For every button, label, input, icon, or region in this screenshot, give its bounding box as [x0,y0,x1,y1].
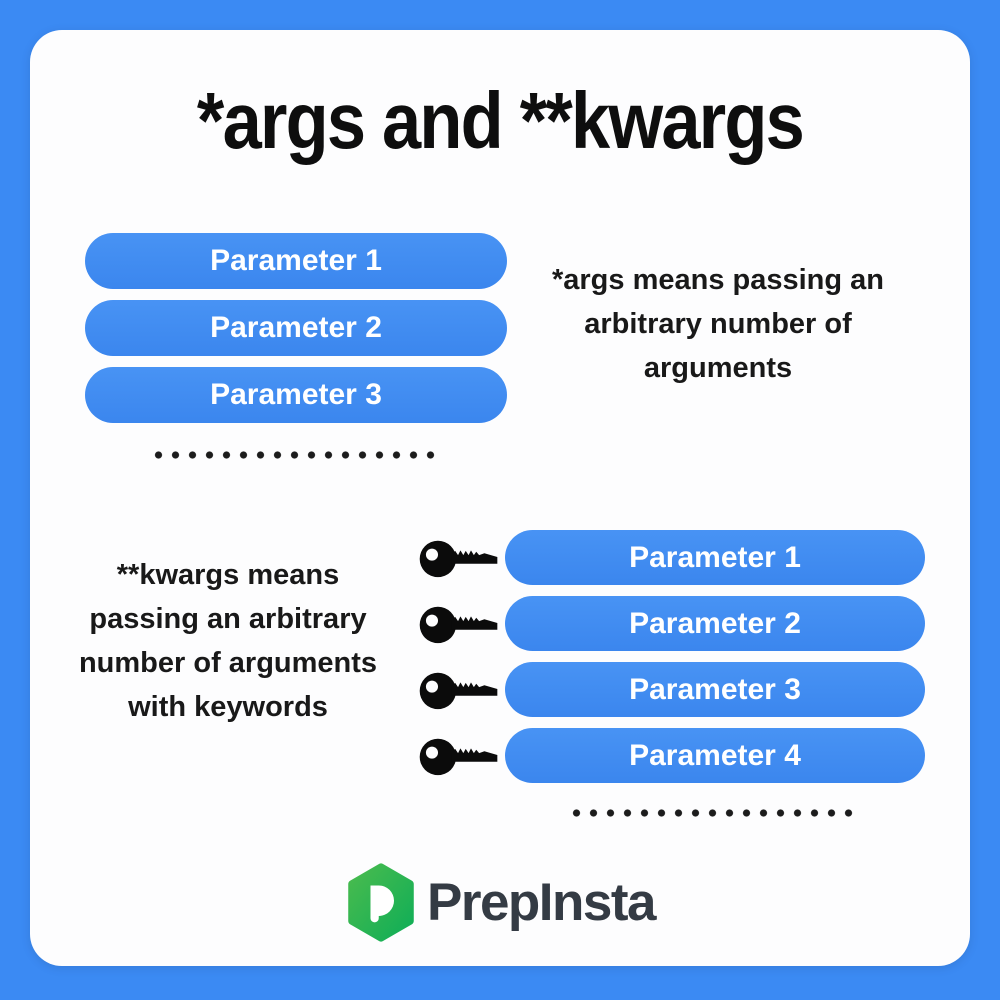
text-line: **kwargs means [116,559,340,591]
text-line: *args means passing an [551,264,885,296]
parameter-pill: Parameter 1 [85,233,507,289]
keyword-parameter-row: Parameter 1 [418,530,925,585]
parameter-pill: Parameter 4 [505,728,925,783]
key-icon [418,733,500,779]
text-line: arbitrary number of [584,308,852,340]
ellipsis-dots [568,809,857,817]
key-icon [418,535,500,581]
brand-name: PrepInsta [426,873,657,932]
kwargs-parameter-list: Parameter 1 Parameter 2 Parameter 3 Para… [418,530,925,783]
keyword-parameter-row: Parameter 3 [418,662,925,717]
keyword-parameter-row: Parameter 2 [418,596,925,651]
text-line: with keywords [128,691,328,723]
key-icon [418,601,500,647]
brand-logo: PrepInsta [30,863,970,942]
parameter-pill: Parameter 2 [505,596,925,651]
prepinsta-hexagon-icon [348,863,414,942]
infographic-card: *args and **kwargs Parameter 1 Parameter… [30,30,970,966]
text-line: passing an arbitrary [89,603,367,635]
keyword-parameter-row: Parameter 4 [418,728,925,783]
key-icon [418,667,500,713]
kwargs-description: **kwargs means passing an arbitrary numb… [65,553,391,729]
parameter-pill: Parameter 2 [85,300,507,356]
text-line: number of arguments [78,647,378,679]
text-line: arguments [643,352,793,384]
args-parameter-list: Parameter 1 Parameter 2 Parameter 3 [85,233,507,423]
ellipsis-dots [150,451,439,459]
parameter-pill: Parameter 3 [505,662,925,717]
page-title: *args and **kwargs [196,76,805,165]
args-description: *args means passing an arbitrary number … [518,258,918,390]
parameter-pill: Parameter 1 [505,530,925,585]
parameter-pill: Parameter 3 [85,367,507,423]
